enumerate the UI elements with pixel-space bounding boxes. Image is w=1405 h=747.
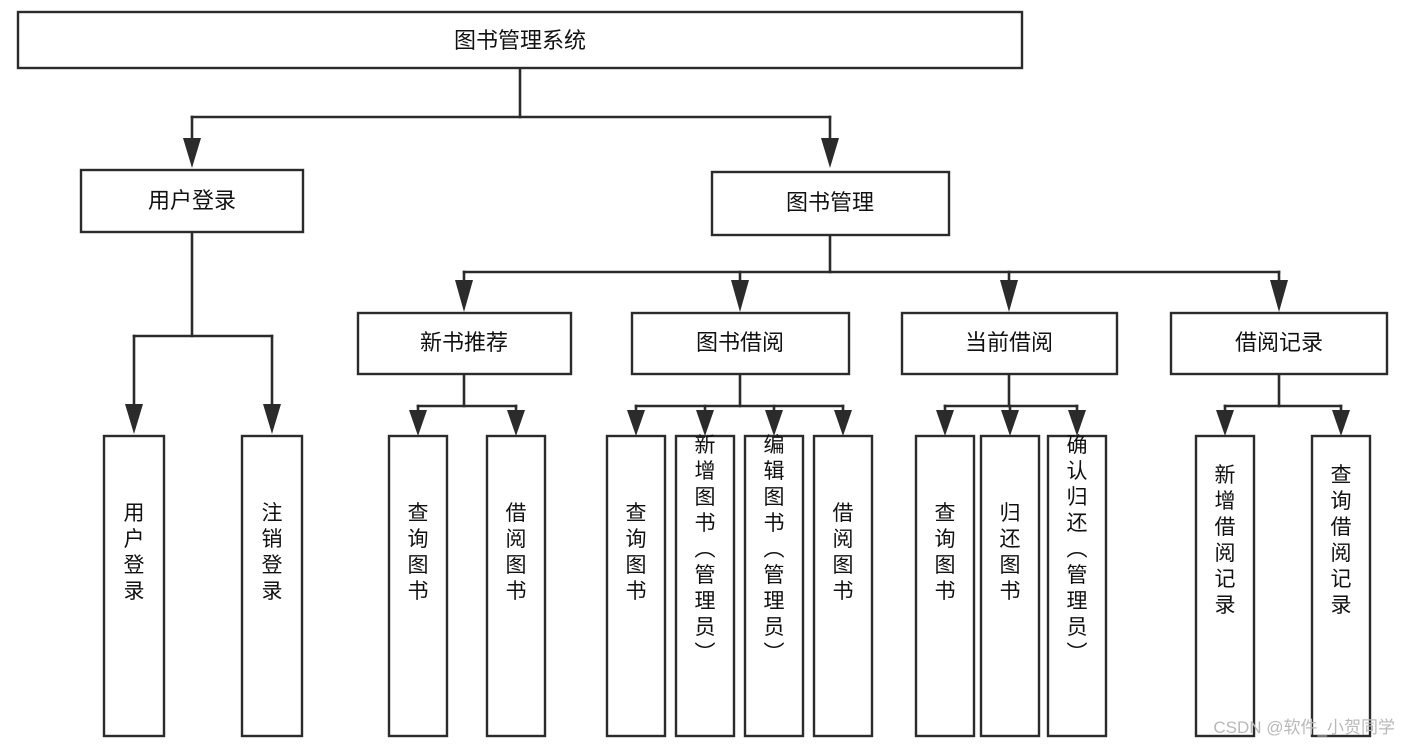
- arrow-head-borrow-record: [1270, 280, 1288, 312]
- node-leaf-user-login[interactable]: 用户登录: [102, 434, 166, 738]
- node-leaf-query-book-2-box[interactable]: [605, 434, 667, 738]
- node-book-borrow[interactable]: 图书借阅: [630, 311, 851, 376]
- node-borrow-record-label: 借阅记录: [1235, 330, 1323, 355]
- node-leaf-confirm-return-box[interactable]: [1046, 434, 1108, 738]
- node-leaf-query-book-3-label: 查询图书: [935, 502, 956, 603]
- node-new-book-recommend[interactable]: 新书推荐: [356, 311, 573, 376]
- node-leaf-add-book-box[interactable]: [674, 434, 736, 738]
- node-book-manage-box[interactable]: [710, 170, 951, 237]
- node-user-login-box[interactable]: [79, 168, 305, 234]
- arrow-head-leaf-edit-book: [765, 410, 783, 436]
- node-book-borrow-label: 图书借阅: [696, 330, 784, 355]
- node-leaf-return-book[interactable]: 归还图书: [979, 434, 1041, 738]
- node-leaf-query-book-3[interactable]: 查询图书: [914, 434, 976, 738]
- arrow-head-leaf-borrow-book-1: [507, 410, 525, 436]
- node-new-book-recommend-box[interactable]: [356, 311, 573, 376]
- node-leaf-user-logout[interactable]: 注销登录: [240, 434, 304, 738]
- node-leaf-edit-book-label: 编辑图书︵管理员︶: [764, 434, 785, 665]
- connectors-layer: [125, 66, 1350, 436]
- arrow-head-book-manage: [821, 138, 839, 168]
- node-book-manage-label: 图书管理: [786, 190, 874, 215]
- node-leaf-borrow-book-2[interactable]: 借阅图书: [812, 434, 874, 738]
- node-user-login[interactable]: 用户登录: [79, 168, 305, 234]
- node-root-label: 图书管理系统: [454, 28, 586, 53]
- arrow-head-leaf-query-book-2: [627, 410, 645, 436]
- arrow-head-leaf-return-book: [1001, 410, 1019, 436]
- node-leaf-query-record[interactable]: 查询借阅记录: [1310, 434, 1372, 738]
- node-leaf-add-record-box[interactable]: [1194, 434, 1256, 738]
- node-leaf-query-book-1-box[interactable]: [387, 434, 449, 738]
- node-new-book-recommend-label: 新书推荐: [420, 330, 508, 355]
- node-root-box[interactable]: [16, 10, 1024, 70]
- node-user-login-label: 用户登录: [148, 188, 236, 213]
- arrow-head-leaf-query-record: [1332, 410, 1350, 436]
- arrow-head-user-login: [183, 138, 201, 168]
- arrow-head-leaf-query-book-1: [409, 410, 427, 436]
- node-current-borrow-box[interactable]: [900, 311, 1119, 376]
- arrow-head-leaf-confirm-return: [1068, 410, 1086, 436]
- arrow-head-book-borrow: [731, 280, 749, 312]
- node-leaf-user-logout-box[interactable]: [240, 434, 304, 738]
- node-leaf-query-record-box[interactable]: [1310, 434, 1372, 738]
- node-leaf-add-book[interactable]: 新增图书︵管理员︶: [674, 434, 736, 738]
- node-leaf-return-book-label: 归还图书: [1000, 502, 1021, 603]
- node-leaf-edit-book-box[interactable]: [743, 434, 805, 738]
- node-leaf-borrow-book-2-label: 借阅图书: [833, 502, 854, 603]
- watermark-label: CSDN @软件_小贺同学: [1213, 718, 1395, 737]
- node-borrow-record[interactable]: 借阅记录: [1169, 311, 1389, 376]
- node-leaf-confirm-return[interactable]: 确认归还︵管理员︶: [1046, 434, 1108, 738]
- node-leaf-borrow-book-2-box[interactable]: [812, 434, 874, 738]
- node-leaf-add-record-label: 新增借阅记录: [1215, 464, 1236, 617]
- node-leaf-query-book-3-box[interactable]: [914, 434, 976, 738]
- arrow-head-leaf-user-login: [125, 404, 143, 434]
- node-leaf-borrow-book-1-label: 借阅图书: [506, 502, 527, 603]
- node-leaf-add-record[interactable]: 新增借阅记录: [1194, 434, 1256, 738]
- arrow-head-leaf-user-logout: [263, 404, 281, 434]
- node-root[interactable]: 图书管理系统: [16, 10, 1024, 70]
- arrow-head-leaf-add-record: [1216, 410, 1234, 436]
- node-leaf-query-record-label: 查询借阅记录: [1331, 464, 1352, 617]
- node-book-borrow-box[interactable]: [630, 311, 851, 376]
- node-leaf-user-logout-label: 注销登录: [262, 502, 283, 603]
- node-leaf-borrow-book-1[interactable]: 借阅图书: [485, 434, 547, 738]
- arrow-head-leaf-query-book-3: [936, 410, 954, 436]
- node-book-manage[interactable]: 图书管理: [710, 170, 951, 237]
- node-leaf-borrow-book-1-box[interactable]: [485, 434, 547, 738]
- arrow-head-leaf-add-book: [696, 410, 714, 436]
- arrow-head-leaf-borrow-book-2: [834, 410, 852, 436]
- arrow-head-new-book-recommend: [455, 280, 473, 312]
- node-borrow-record-box[interactable]: [1169, 311, 1389, 376]
- node-leaf-query-book-1[interactable]: 查询图书: [387, 434, 449, 738]
- node-leaf-edit-book[interactable]: 编辑图书︵管理员︶: [743, 434, 805, 738]
- arrow-head-current-borrow: [1000, 280, 1018, 312]
- node-leaf-query-book-2-label: 查询图书: [626, 502, 647, 603]
- node-current-borrow-label: 当前借阅: [965, 330, 1053, 355]
- node-leaf-user-login-box[interactable]: [102, 434, 166, 738]
- node-leaf-confirm-return-label: 确认归还︵管理员︶: [1067, 434, 1088, 665]
- node-leaf-add-book-label: 新增图书︵管理员︶: [695, 434, 716, 665]
- node-leaf-query-book-1-label: 查询图书: [408, 502, 429, 603]
- node-leaf-query-book-2[interactable]: 查询图书: [605, 434, 667, 738]
- node-leaf-user-login-label: 用户登录: [124, 502, 145, 603]
- node-current-borrow[interactable]: 当前借阅: [900, 311, 1119, 376]
- node-leaf-return-book-box[interactable]: [979, 434, 1041, 738]
